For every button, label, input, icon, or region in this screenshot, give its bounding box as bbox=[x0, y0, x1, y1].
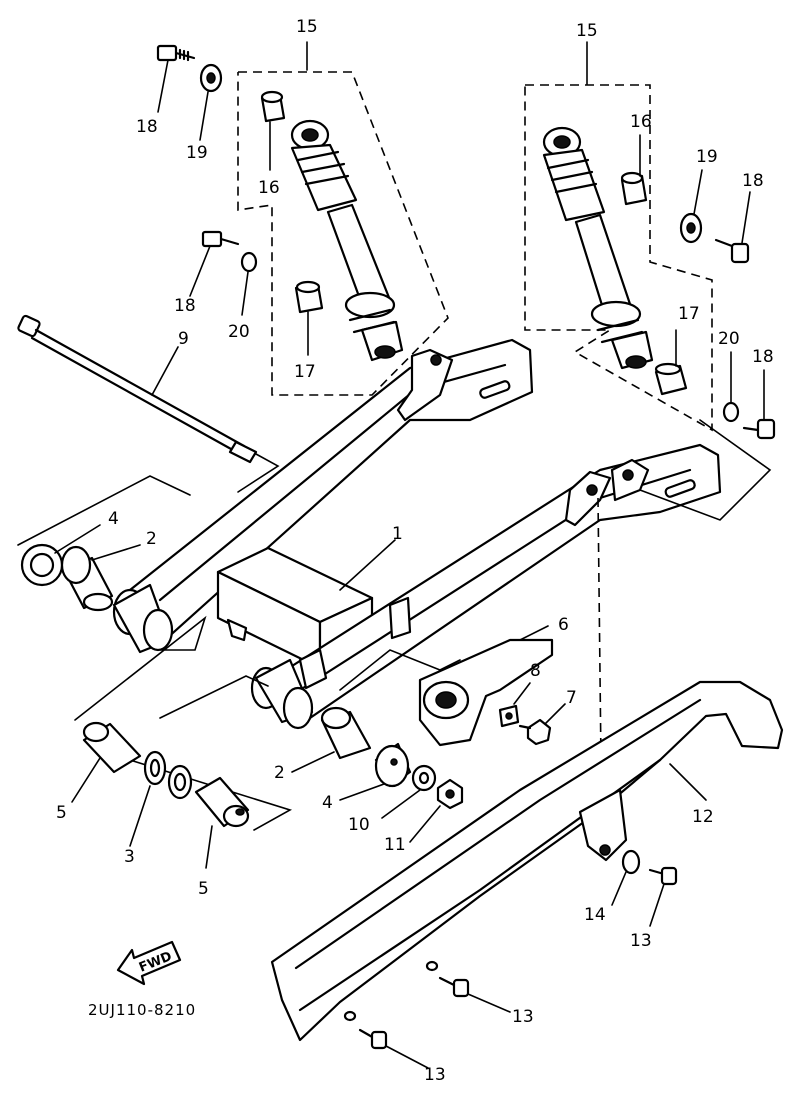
callout-20-right: 20 bbox=[718, 329, 740, 349]
bolt-7 bbox=[518, 703, 566, 746]
bushing-5-left bbox=[71, 721, 142, 803]
callout-4-right: 4 bbox=[322, 793, 333, 813]
callout-2-right: 2 bbox=[274, 763, 285, 783]
bushing-2-left bbox=[60, 544, 141, 612]
nut-11 bbox=[409, 778, 464, 843]
washer-10 bbox=[381, 764, 437, 819]
seal-4-left bbox=[20, 524, 101, 587]
callout-15-left: 15 bbox=[296, 17, 318, 37]
callout-4-left: 4 bbox=[108, 509, 119, 529]
callout-18-lower-right: 18 bbox=[752, 347, 774, 367]
callout-13-lower: 13 bbox=[424, 1065, 446, 1085]
swingarm-1 bbox=[112, 338, 722, 730]
callout-5-right: 5 bbox=[198, 879, 209, 899]
callout-19-right: 19 bbox=[696, 147, 718, 167]
bushing-5-right bbox=[194, 776, 250, 869]
screw-13-middle bbox=[438, 976, 511, 1013]
callout-5-left: 5 bbox=[56, 803, 67, 823]
shock-absorber-group-left bbox=[237, 41, 449, 396]
screw-13-lower bbox=[358, 1028, 429, 1069]
bolt-18-lower-left bbox=[189, 230, 240, 297]
fwd-arrow-icon: FWD bbox=[116, 940, 182, 986]
callout-13-right: 13 bbox=[630, 931, 652, 951]
callout-15-right: 15 bbox=[576, 21, 598, 41]
bolt-18-upper-left bbox=[156, 44, 196, 113]
seal-4-right bbox=[339, 742, 412, 801]
callout-18-upper-right: 18 bbox=[742, 171, 764, 191]
screw-13-right bbox=[648, 866, 678, 927]
callout-12: 12 bbox=[692, 807, 714, 827]
callout-13-middle: 13 bbox=[512, 1007, 534, 1027]
shock-absorber-right bbox=[542, 126, 654, 370]
shock-absorber-left bbox=[290, 119, 404, 362]
bolt-18-lower-right bbox=[742, 369, 776, 440]
callout-17-right: 17 bbox=[678, 304, 700, 324]
callout-18-upper-left: 18 bbox=[136, 117, 158, 137]
callout-16-left: 16 bbox=[258, 178, 280, 198]
callout-2-left: 2 bbox=[146, 529, 157, 549]
callout-10: 10 bbox=[348, 815, 370, 835]
callout-16-right: 16 bbox=[630, 112, 652, 132]
callout-14: 14 bbox=[584, 905, 606, 925]
washer-19-upper-left bbox=[199, 63, 223, 141]
chain-slider-6 bbox=[418, 625, 554, 747]
washer-19-right bbox=[679, 169, 703, 244]
callout-8: 8 bbox=[530, 661, 541, 681]
callout-7: 7 bbox=[566, 688, 577, 708]
washer-3-a bbox=[143, 750, 167, 786]
pivot-shaft-9 bbox=[17, 314, 280, 493]
diagram-code: 2UJ110-8210 bbox=[88, 1001, 196, 1019]
washer-20-left bbox=[240, 251, 258, 316]
callout-1: 1 bbox=[392, 524, 403, 544]
chain-case-12 bbox=[270, 680, 784, 1042]
callout-20-left: 20 bbox=[228, 322, 250, 342]
washer-3-b bbox=[167, 764, 193, 800]
callout-labels: 15 15 18 19 16 18 20 17 9 16 19 18 17 20… bbox=[56, 17, 774, 1085]
washer-8 bbox=[498, 682, 531, 728]
shock-absorber-group-right bbox=[524, 41, 713, 432]
washer-20-right bbox=[722, 351, 740, 423]
callout-9: 9 bbox=[178, 329, 189, 349]
callout-18-lower-left: 18 bbox=[174, 296, 196, 316]
bolt-18-upper-right bbox=[714, 191, 751, 264]
callout-3: 3 bbox=[124, 847, 135, 867]
callout-11: 11 bbox=[384, 835, 406, 855]
callout-17-left: 17 bbox=[294, 362, 316, 382]
bushing-2-right bbox=[291, 706, 372, 773]
callout-6: 6 bbox=[558, 615, 569, 635]
callout-19-left: 19 bbox=[186, 143, 208, 163]
washer-14 bbox=[611, 849, 641, 906]
